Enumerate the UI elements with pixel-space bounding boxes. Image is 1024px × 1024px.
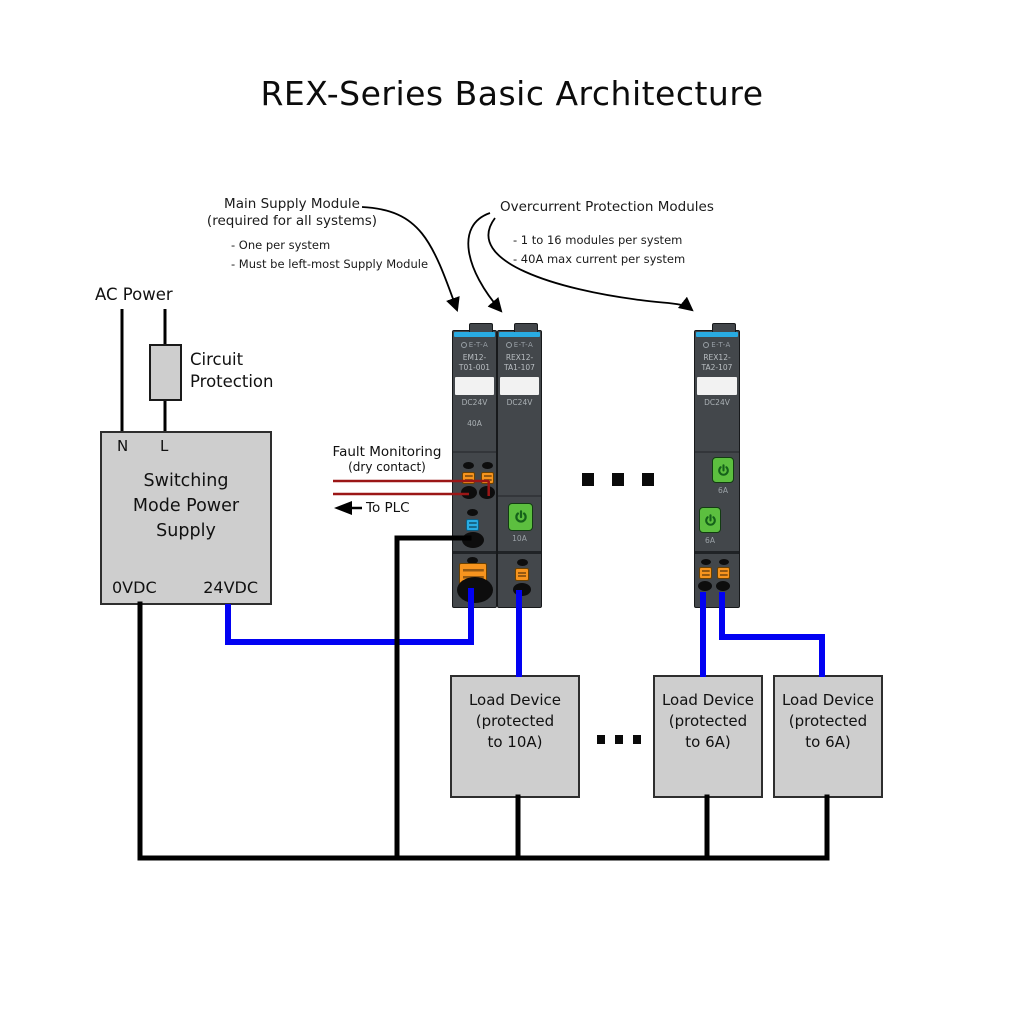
brand-text: E-T-A [513,341,534,349]
eta-logo-icon: E-T-A [695,341,739,349]
main-supply-title: Main Supply Module [224,196,360,212]
main-supply-bullets: - One per system - Must be left-most Sup… [231,238,428,276]
fault-contact [482,462,493,469]
module-main-supply: E-T-A EM12- T01-001 DC24V 40A [452,323,497,608]
load-device-3: Load Device (protected to 6A) [773,675,883,798]
zero-volt-terminal[interactable] [462,532,484,548]
power-icon [704,513,716,526]
brand-text: E-T-A [468,341,489,349]
overcurrent-bullets: - 1 to 16 modules per system - 40A max c… [513,233,685,271]
module-divider [695,551,739,554]
brand-text: E-T-A [711,341,731,349]
module-accent-strip [696,332,738,337]
load1-line2: (protected [475,712,555,730]
fault-monitoring-title: Fault Monitoring [332,444,442,460]
eta-logo-icon: E-T-A [498,341,541,349]
aux-contact [467,509,478,516]
main-supply-bullet-1: - One per system [231,238,331,252]
module-tab [469,323,493,333]
load2-line2: (protected [668,712,748,730]
channel-power-button[interactable] [508,503,533,531]
rating-label: 10A [512,534,527,543]
load-device-1: Load Device (protected to 10A) [450,675,580,798]
label-band [500,377,539,395]
module-protection-6a: E-T-A REX12- TA2-107 DC24V 6A 6A [694,323,740,608]
channel1-power-button[interactable] [712,457,734,483]
ac-power-label: AC Power [95,285,173,304]
overcurrent-bullet-2: - 40A max current per system [513,252,686,266]
supply-input-terminal[interactable] [457,577,493,603]
load3-line1: Load Device [781,691,875,709]
module-accent-strip [454,332,495,337]
arrow-overcurrent-1 [467,212,503,313]
power-icon [717,463,729,476]
fault-terminal[interactable] [461,486,477,499]
output-clip-orange[interactable] [699,567,712,579]
load3-line2: (protected [788,712,868,730]
part-number: EM12- T01-001 [458,353,491,372]
voltage-label: DC24V [506,398,533,407]
fault-monitoring-label: Fault Monitoring (dry contact) [318,444,456,474]
voltage-label: DC24V [704,398,730,407]
channel1-rating: 6A [718,486,728,495]
output-terminal[interactable] [716,581,730,591]
circuit-protection-label: Circuit Protection [190,350,274,391]
terminal-n-label: N [117,437,129,455]
channel2-power-button[interactable] [699,507,721,533]
load2-line1: Load Device [661,691,755,709]
rating-label: 40A [467,419,482,428]
output-0vdc-label: 0VDC [112,578,157,597]
load3-line3: to 6A) [805,733,851,751]
output-contact [517,559,528,566]
terminal-l-label: L [160,437,169,455]
main-supply-annotation: Main Supply Module (required for all sys… [204,196,380,230]
module-divider [498,551,541,554]
module-tab [712,323,736,333]
label-band [455,377,494,395]
power-icon [514,510,527,523]
input-contact [467,557,478,564]
module-tab [514,323,538,333]
to-plc-arrow [334,501,362,515]
power-supply-name: Switching Mode Power Supply [132,471,240,541]
fault-terminal[interactable] [479,486,495,499]
wire-clip-cyan[interactable] [466,519,479,531]
page-title: REX-Series Basic Architecture [260,74,764,113]
load1-line3: to 10A) [487,733,543,751]
eta-logo-icon: E-T-A [453,341,496,349]
output-contact [701,559,711,565]
load-device-2: Load Device (protected to 6A) [653,675,763,798]
load1-line1: Load Device [468,691,562,709]
main-supply-bullet-2: - Must be left-most Supply Module [231,257,429,271]
fault-contact [463,462,474,469]
module-accent-strip [499,332,540,337]
output-terminal[interactable] [513,583,531,596]
to-plc-label: To PLC [366,500,410,516]
fault-monitoring-subtitle: (dry contact) [348,460,426,474]
module-divider [453,551,496,554]
output-terminal[interactable] [698,581,712,591]
circuit-protection-box [149,344,182,401]
part-number: REX12- TA1-107 [504,353,535,372]
ellipsis-modules [582,473,654,486]
part-number: REX12- TA2-107 [701,353,733,372]
output-contact [719,559,729,565]
ellipsis-loads [597,735,641,744]
output-24vdc-label: 24VDC [203,578,258,597]
main-supply-subtitle: (required for all systems) [206,213,378,229]
load2-line3: to 6A) [685,733,731,751]
label-band [697,377,737,395]
wire-clip-orange[interactable] [462,472,475,484]
channel2-rating: 6A [705,536,715,545]
overcurrent-bullet-1: - 1 to 16 modules per system [513,233,683,247]
output-clip-orange[interactable] [515,568,529,581]
output-clip-orange[interactable] [717,567,730,579]
voltage-label: DC24V [461,398,488,407]
power-supply-box: N L Switching Mode Power Supply 0VDC 24V… [100,431,272,605]
module-protection-10a: E-T-A REX12- TA1-107 DC24V 10A [497,323,542,608]
wire-clip-orange[interactable] [481,472,494,484]
overcurrent-title: Overcurrent Protection Modules [500,199,714,215]
